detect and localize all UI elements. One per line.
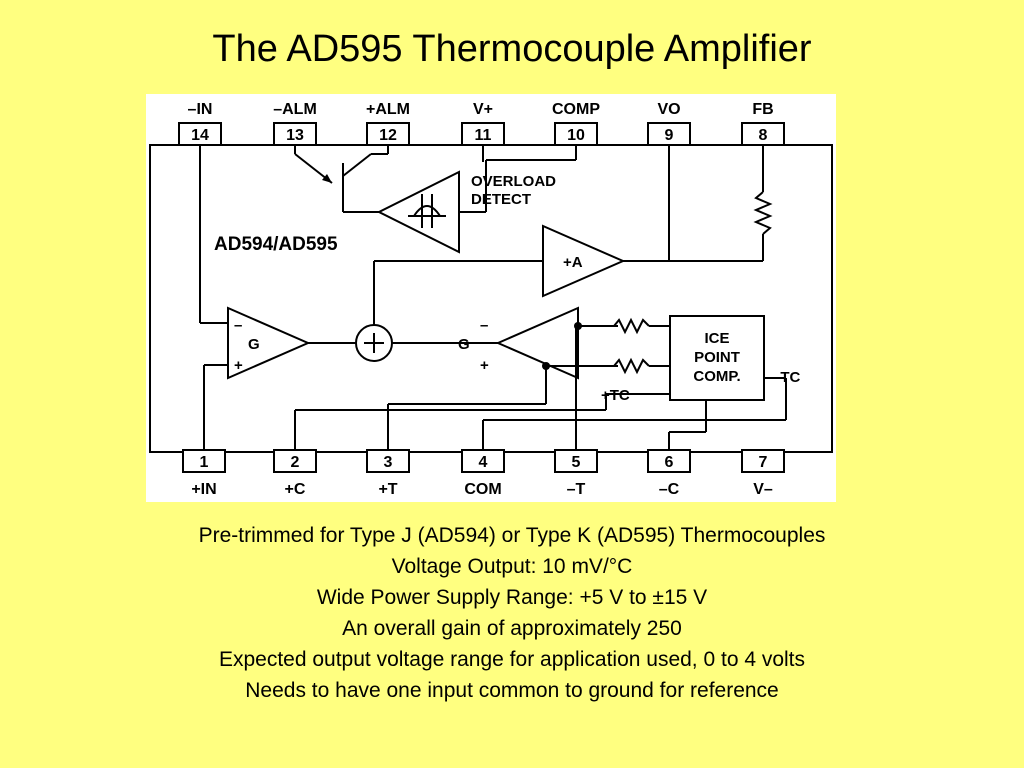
overload-label-line2: DETECT xyxy=(471,191,531,208)
bottom-pin-3: 3 +T xyxy=(366,449,410,498)
overload-detect-comparator xyxy=(376,145,577,254)
overload-label-line1: OVERLOAD xyxy=(471,173,556,190)
bottom-pin-2: 2 +C xyxy=(273,449,317,498)
alarm-transistor xyxy=(294,145,389,213)
top-pin-14: –IN 14 xyxy=(178,101,222,146)
block-diagram-svg: –IN 14 –ALM 13 +ALM 12 V+ 11 COMP 10 VO … xyxy=(149,101,833,498)
left-gain-minus: – xyxy=(234,317,242,334)
pin-label: FB xyxy=(752,101,773,118)
plus-tc-label: +TC xyxy=(601,387,630,404)
pin-number: 13 xyxy=(286,127,304,144)
pin-label: VO xyxy=(657,101,680,118)
pin-label: COM xyxy=(464,481,501,498)
feature-item: Pre-trimmed for Type J (AD594) or Type K… xyxy=(198,524,826,547)
pin-number: 11 xyxy=(475,127,492,144)
bottom-pin-4: 4 COM xyxy=(461,449,505,498)
feature-list: Pre-trimmed for Type J (AD594) or Type K… xyxy=(0,520,1024,706)
feature-item: Voltage Output: 10 mV/°C xyxy=(391,555,633,578)
right-gain-label: G xyxy=(458,336,470,353)
top-pin-12: +ALM 12 xyxy=(366,101,410,146)
top-pin-11: V+ 11 xyxy=(461,101,505,146)
slide-title: The AD595 Thermocouple Amplifier xyxy=(212,28,812,70)
pin-label: V+ xyxy=(473,101,493,118)
pin-number: 12 xyxy=(379,127,397,144)
pin-number: 8 xyxy=(759,127,768,144)
block-diagram: –IN 14 –ALM 13 +ALM 12 V+ 11 COMP 10 VO … xyxy=(146,94,836,502)
pin-label: –IN xyxy=(188,101,213,118)
pin-number: 9 xyxy=(665,127,674,144)
pin-label: COMP xyxy=(552,101,600,118)
pin-number: 4 xyxy=(479,454,488,471)
output-amplifier xyxy=(482,145,670,298)
top-pin-8: FB 8 xyxy=(741,101,785,146)
pin-number: 10 xyxy=(567,127,585,144)
pin-label: –C xyxy=(659,481,680,498)
pin-number: 3 xyxy=(384,454,393,471)
pin-number: 2 xyxy=(291,454,300,471)
pin-label: +C xyxy=(285,481,306,498)
bottom-pin-1: 1 +IN xyxy=(182,449,226,498)
ice-point-network xyxy=(294,317,787,450)
chip-name: AD594/AD595 xyxy=(214,234,338,255)
left-gain-amplifier xyxy=(199,145,356,450)
pin-number: 1 xyxy=(200,454,209,471)
pin-label: –ALM xyxy=(273,101,317,118)
ice-point-line2: POINT xyxy=(694,349,740,366)
ice-point-comp-block xyxy=(669,315,765,401)
left-gain-plus: + xyxy=(234,357,243,374)
pin-label: V– xyxy=(753,481,773,498)
pin-number: 7 xyxy=(759,454,768,471)
ice-point-line1: ICE xyxy=(704,330,729,347)
pin-number: 6 xyxy=(665,454,674,471)
minus-tc-label: –TC xyxy=(772,369,801,386)
bottom-pin-6: 6 –C xyxy=(647,449,691,498)
pin-label: +ALM xyxy=(366,101,410,118)
top-pin-9: VO 9 xyxy=(647,101,691,146)
top-pin-13: –ALM 13 xyxy=(273,101,317,146)
right-gain-minus: – xyxy=(480,317,488,334)
pin-label: +IN xyxy=(191,481,216,498)
feature-item: Needs to have one input common to ground… xyxy=(245,679,779,702)
output-amp-label: +A xyxy=(563,254,583,271)
feature-item: An overall gain of approximately 250 xyxy=(342,617,682,640)
feature-item: Expected output voltage range for applic… xyxy=(218,648,806,671)
feature-item: Wide Power Supply Range: +5 V to ±15 V xyxy=(316,586,708,609)
left-gain-label: G xyxy=(248,336,260,353)
bottom-pin-5: 5 –T xyxy=(554,449,598,498)
top-pin-10: COMP 10 xyxy=(552,101,600,146)
summing-junction xyxy=(355,260,543,362)
right-gain-plus: + xyxy=(480,357,489,374)
pin-label: +T xyxy=(378,481,397,498)
pin-number: 5 xyxy=(572,454,581,471)
feedback-resistor xyxy=(669,145,773,262)
pin-number: 14 xyxy=(191,127,209,144)
ice-point-line3: COMP. xyxy=(693,368,740,385)
bottom-pin-7: 7 V– xyxy=(741,449,785,498)
right-gain-amplifier xyxy=(392,306,618,380)
pin-label: –T xyxy=(567,481,586,498)
